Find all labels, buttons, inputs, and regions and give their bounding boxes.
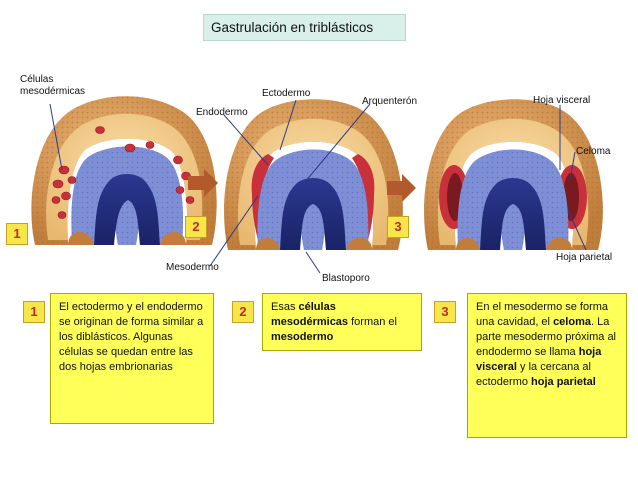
pointer-lines bbox=[49, 99, 587, 274]
step-1-text-badge: 1 bbox=[23, 301, 45, 323]
step-2-text-b: células mesodérmicas bbox=[271, 301, 349, 328]
step-2-text-a: Esas bbox=[271, 301, 299, 313]
step-3-text-d: hoja visceral bbox=[476, 346, 602, 373]
step-2-text-c: forman el bbox=[348, 316, 397, 328]
label-mesodermo: Mesodermo bbox=[166, 262, 219, 273]
label-hoja-visceral: Hoja visceral bbox=[533, 95, 591, 106]
step-3-text-e: y la cercana al ectodermo bbox=[476, 361, 591, 388]
step-3-text-c: . La parte mesodermo próxima al endoderm… bbox=[476, 316, 617, 358]
arrow-1-to-2 bbox=[188, 169, 218, 197]
step-1-text: El ectodermo y el endodermo se originan … bbox=[59, 301, 204, 373]
label-celoma: Celoma bbox=[576, 146, 611, 157]
step-1-description: El ectodermo y el endodermo se originan … bbox=[50, 293, 214, 424]
embryo-3 bbox=[424, 99, 603, 250]
label-ectodermo: Ectodermo bbox=[262, 88, 311, 99]
label-line: Células bbox=[20, 74, 54, 85]
step-2-text-d: mesodermo bbox=[271, 331, 334, 343]
label-hoja-parietal: Hoja parietal bbox=[556, 252, 613, 263]
step-3-text-f: hoja parietal bbox=[531, 376, 596, 388]
step-2-diagram-badge: 2 bbox=[185, 216, 207, 238]
step-3-text-a: En el mesodermo se forma una cavidad, el bbox=[476, 301, 609, 328]
label-arquenteron: Arquenterón bbox=[362, 96, 418, 107]
embryo-2 bbox=[224, 99, 403, 250]
diagram-title: Gastrulación en triblásticos bbox=[203, 14, 406, 41]
label-blastoporo: Blastoporo bbox=[322, 273, 370, 284]
step-2-description: Esas células mesodérmicas forman el meso… bbox=[262, 293, 422, 351]
step-3-text-b: celoma bbox=[553, 316, 591, 328]
arrow-2-to-3 bbox=[387, 174, 416, 202]
step-2-text-badge: 2 bbox=[232, 301, 254, 323]
label-line: mesodérmicas bbox=[20, 86, 86, 97]
label-celulas-mesodermicas: Células mesodérmicas bbox=[20, 74, 85, 98]
step-3-description: En el mesodermo se forma una cavidad, el… bbox=[467, 293, 627, 438]
embryo-1 bbox=[31, 96, 217, 245]
step-1-diagram-badge: 1 bbox=[6, 223, 28, 245]
step-3-diagram-badge: 3 bbox=[387, 216, 409, 238]
label-endodermo: Endodermo bbox=[196, 107, 248, 118]
step-3-text-badge: 3 bbox=[434, 301, 456, 323]
